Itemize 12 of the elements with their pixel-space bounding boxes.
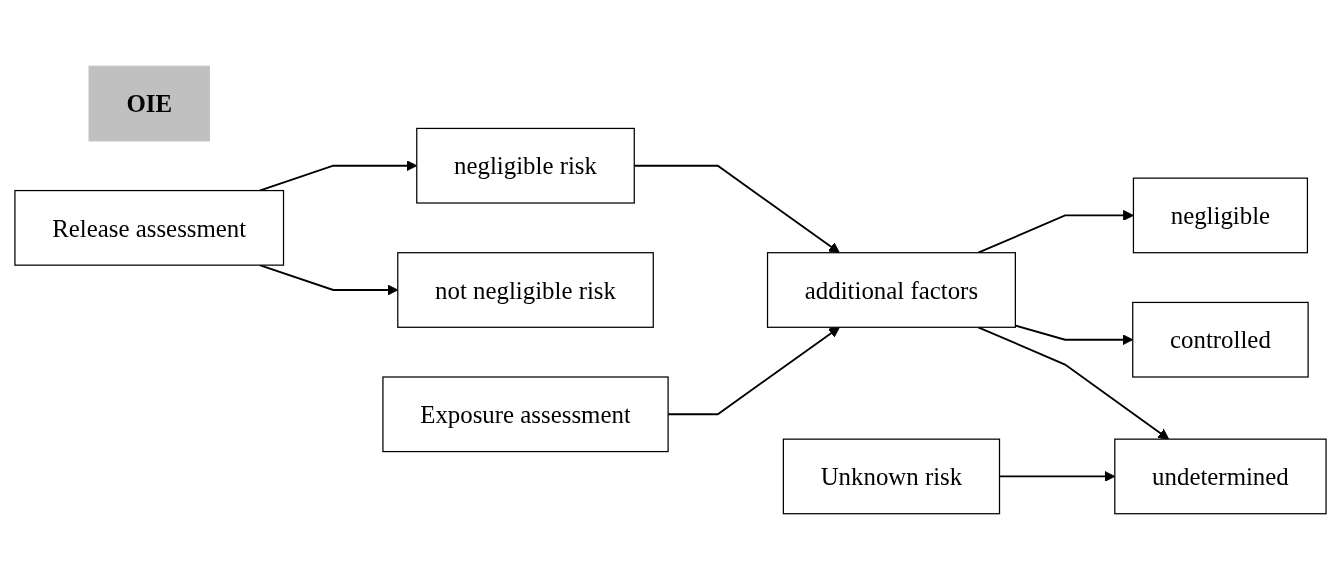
node-box: Exposure assessment: [382, 376, 669, 453]
node-box: negligible: [1132, 177, 1309, 254]
node-box: controlled: [1132, 301, 1309, 378]
arrow: [977, 326, 1170, 440]
node-box: Unknown risk: [782, 438, 1001, 515]
arrow: [977, 209, 1134, 254]
node-box: not negligible risk: [397, 252, 654, 328]
node-box: Release assessment: [14, 189, 285, 266]
node-box: additional factors: [766, 252, 1016, 328]
node-box: OIE: [88, 65, 210, 142]
node-box: negligible risk: [416, 127, 635, 204]
node-box: undetermined: [1114, 438, 1327, 515]
